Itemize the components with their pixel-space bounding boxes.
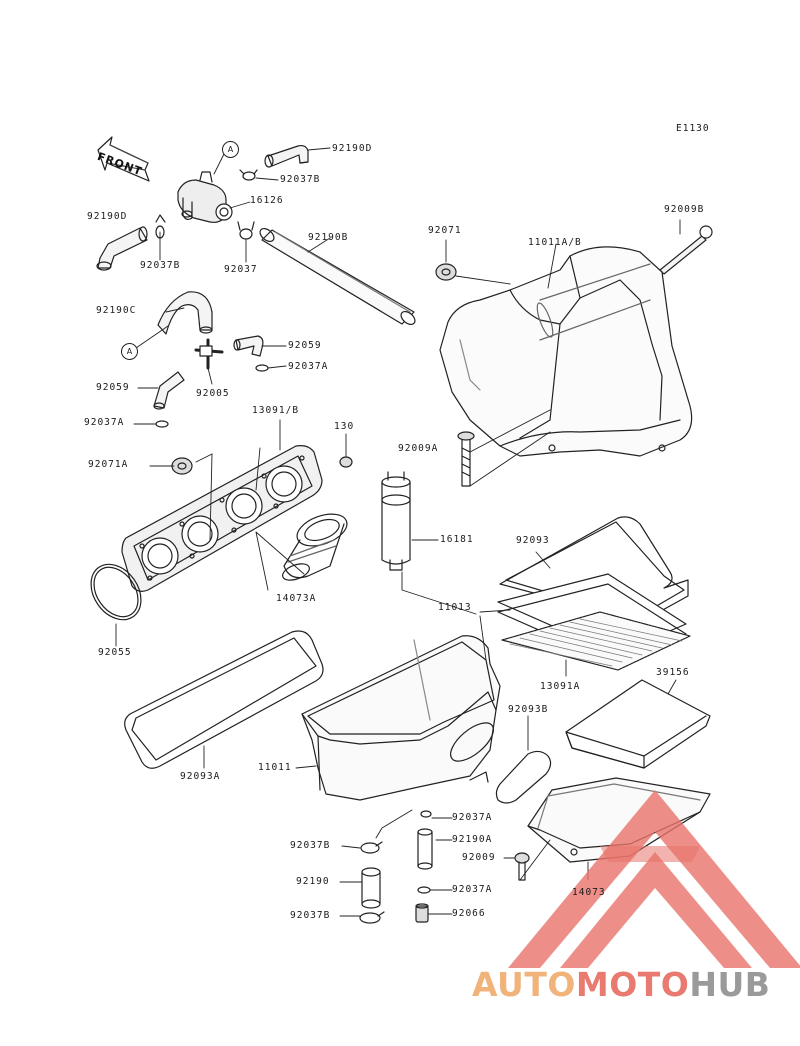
- tjoint-92005: [194, 338, 224, 370]
- part-label: 11013: [438, 602, 472, 613]
- part-label: 92059: [288, 340, 322, 351]
- part-label: 92037B: [290, 910, 331, 921]
- part-label: 92037A: [288, 361, 329, 372]
- part-label: 92190A: [452, 834, 493, 845]
- mesh-13091A: [501, 611, 691, 671]
- lower-case-11011: [301, 635, 501, 801]
- ref-marker-top: A: [222, 141, 239, 158]
- part-label: 130: [334, 421, 355, 432]
- watermark-auto: AUTO: [472, 965, 576, 1004]
- filter-16181: [381, 471, 411, 571]
- hose-92190C: [157, 291, 213, 335]
- part-label: 39156: [656, 667, 690, 678]
- watermark-hub: HUB: [689, 965, 771, 1004]
- tube-92190B: [259, 227, 416, 326]
- part-label: 92190: [296, 876, 330, 887]
- part-label: 92071: [428, 225, 462, 236]
- part-label: 14073: [572, 887, 606, 898]
- hose-92190D-top: [264, 144, 309, 168]
- clamp-92037A-right: [255, 364, 269, 372]
- upper-case-11011AB: [439, 246, 693, 457]
- bolt-92009A: [457, 431, 475, 487]
- part-label: 92037B: [290, 840, 331, 851]
- clamp-92037A-left: [155, 420, 169, 428]
- front-arrow-icon: [97, 136, 150, 182]
- funnel-14073A: [282, 513, 348, 581]
- valve-16126: [177, 171, 233, 223]
- gasket-92093A: [124, 630, 324, 769]
- holder-plate-13091B: [121, 445, 323, 592]
- part-label: 92093B: [508, 704, 549, 715]
- part-label: 11011: [258, 762, 292, 773]
- clamp-92037B-bottom: [359, 911, 385, 924]
- watermark-moto: MOTO: [575, 965, 690, 1004]
- leader-lines: [115, 147, 681, 917]
- part-label: 92190D: [332, 143, 373, 154]
- bolt-92009B: [659, 225, 713, 275]
- part-label: 92037A: [452, 884, 493, 895]
- part-label: 92037A: [452, 812, 493, 823]
- part-label: 92066: [452, 908, 486, 919]
- watermark-logo-icon: [508, 790, 800, 968]
- part-label: 92037B: [280, 174, 321, 185]
- part-label: 92190C: [96, 305, 137, 316]
- part-label: 13091/B: [252, 405, 300, 416]
- part-label: 11011A/B: [528, 237, 582, 248]
- part-label: 92059: [96, 382, 130, 393]
- part-label: 92037A: [84, 417, 125, 428]
- pipe-92190A: [417, 828, 433, 870]
- gasket-92093B: [495, 750, 552, 804]
- part-label: 16181: [440, 534, 474, 545]
- part-label: 92009B: [664, 204, 705, 215]
- part-label: 92093A: [180, 771, 221, 782]
- oring-92055: [90, 563, 142, 621]
- part-label: 14073A: [276, 593, 317, 604]
- part-label: 92009: [462, 852, 496, 863]
- part-label: 13091A: [540, 681, 581, 692]
- watermark-wordmark: AUTOMOTOHUB: [472, 965, 770, 1004]
- part-label: 92037: [224, 264, 258, 275]
- clamp-92037A-lower: [420, 810, 432, 818]
- part-label: 92071A: [88, 459, 129, 470]
- clamp-92037A-bottom: [417, 886, 431, 894]
- part-label: 92037B: [140, 260, 181, 271]
- hose-92190: [361, 867, 381, 909]
- part-label: 92190B: [308, 232, 349, 243]
- ref-marker-left: A: [121, 343, 138, 360]
- part-label: 16126: [250, 195, 284, 206]
- diagram-code: E1130: [676, 123, 710, 134]
- clamp-92037B-left: [155, 214, 166, 239]
- part-label: 92055: [98, 647, 132, 658]
- plate-39156: [565, 679, 711, 769]
- part-label: 92005: [196, 388, 230, 399]
- part-label: 92093: [516, 535, 550, 546]
- grommet-92071A: [171, 457, 193, 475]
- hose-92059-left: [153, 371, 185, 410]
- clamp-92037B-top: [239, 169, 258, 181]
- plug-92066: [415, 903, 429, 923]
- cap-130: [339, 456, 353, 468]
- part-label: 92190D: [87, 211, 128, 222]
- bolt-92009: [514, 852, 530, 881]
- clamp-92037B-lower: [360, 841, 383, 854]
- grommet-92071: [435, 263, 457, 281]
- part-label: 92009A: [398, 443, 439, 454]
- cover-14073: [527, 777, 711, 863]
- hose-92190D-left: [96, 226, 148, 271]
- hose-92059-right: [233, 335, 264, 357]
- clamp-92037: [237, 221, 255, 240]
